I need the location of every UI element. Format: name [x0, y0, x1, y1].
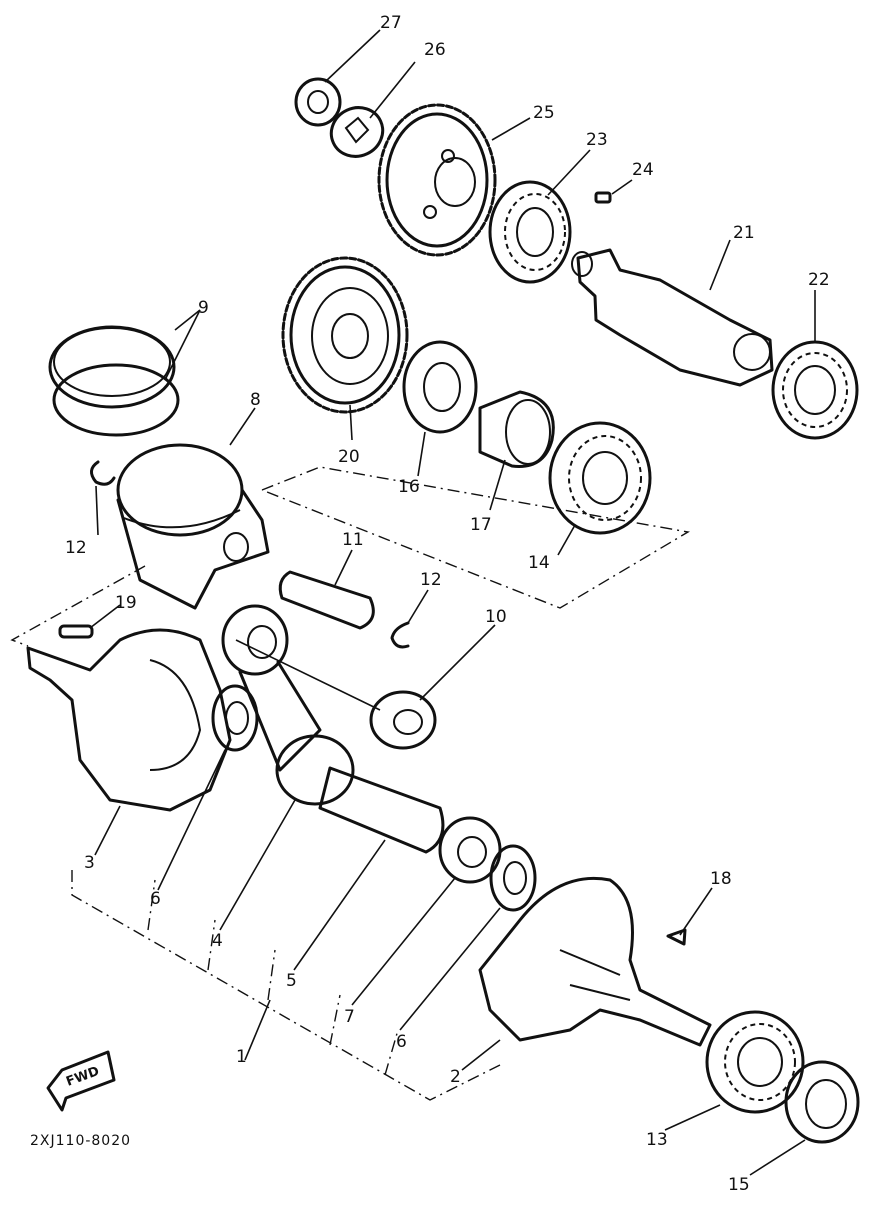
drawing-code: 2XJ110-8020	[30, 1133, 131, 1149]
callout-16: 16	[398, 477, 420, 497]
callout-26: 26	[424, 40, 446, 60]
part-13-bearing	[705, 1010, 805, 1114]
part-26-lock-washer	[329, 106, 385, 158]
part-14-bearing	[548, 421, 652, 535]
callout-20: 20	[338, 447, 360, 467]
callout-5: 5	[286, 971, 297, 991]
leader-lines	[89, 29, 816, 1176]
part-20-balancer-gear	[281, 256, 409, 414]
callout-4: 4	[212, 931, 223, 951]
part-25-drive-gear	[377, 103, 497, 257]
part-19-key	[58, 624, 94, 639]
assembly-lines	[10, 466, 690, 1101]
callout-14: 14	[528, 553, 550, 573]
callout-8: 8	[250, 390, 261, 410]
callout-6-right: 6	[396, 1032, 407, 1052]
callout-17: 17	[470, 515, 492, 535]
callout-27: 27	[380, 13, 402, 33]
part-6-washer-right	[489, 844, 537, 912]
callout-7: 7	[344, 1007, 355, 1027]
part-21-balancer-shaft	[571, 248, 774, 387]
callout-25: 25	[533, 103, 555, 123]
callout-22: 22	[808, 270, 830, 290]
callout-19: 19	[115, 593, 137, 613]
callout-12-lower: 12	[420, 570, 442, 590]
part-18-key	[666, 928, 687, 946]
callout-12-upper: 12	[65, 538, 87, 558]
part-5-crank-pin	[318, 766, 445, 854]
part-7-needle-bearing	[438, 816, 502, 884]
part-16-bearing	[402, 340, 478, 434]
part-3-crank-left	[26, 628, 232, 812]
part-4-connecting-rod	[221, 604, 355, 806]
callout-15: 15	[728, 1175, 750, 1195]
callout-2: 2	[450, 1067, 461, 1087]
callout-6-left: 6	[150, 889, 161, 909]
callout-23: 23	[586, 130, 608, 150]
callout-9: 9	[198, 298, 209, 318]
part-17-collar	[478, 390, 555, 468]
forward-direction-arrow: FWD	[46, 1050, 116, 1112]
callout-10: 10	[485, 607, 507, 627]
part-8-piston	[116, 443, 270, 610]
callout-11: 11	[342, 530, 364, 550]
part-12-circlip-upper	[90, 460, 116, 486]
part-22-bearing	[771, 340, 859, 440]
part-2-crank-right	[478, 876, 712, 1047]
part-6-washer-left	[211, 684, 259, 752]
part-9-piston-rings	[48, 325, 180, 437]
part-23-bearing	[488, 180, 572, 284]
part-10-needle-bearing	[369, 690, 437, 750]
callout-labels: 27 26 25 23 24 21 22 9 8 20 16 17 14 12 …	[65, 13, 830, 1195]
part-11-piston-pin	[278, 570, 375, 630]
callout-18: 18	[710, 869, 732, 889]
callout-24: 24	[632, 160, 654, 180]
callout-1: 1	[236, 1047, 247, 1067]
callout-21: 21	[733, 223, 755, 243]
part-24-key	[594, 191, 612, 204]
part-15-oil-seal	[784, 1060, 860, 1144]
part-12-circlip-lower	[390, 621, 410, 649]
callout-13: 13	[646, 1130, 668, 1150]
callout-3: 3	[84, 853, 95, 873]
part-27-collar	[294, 77, 342, 127]
